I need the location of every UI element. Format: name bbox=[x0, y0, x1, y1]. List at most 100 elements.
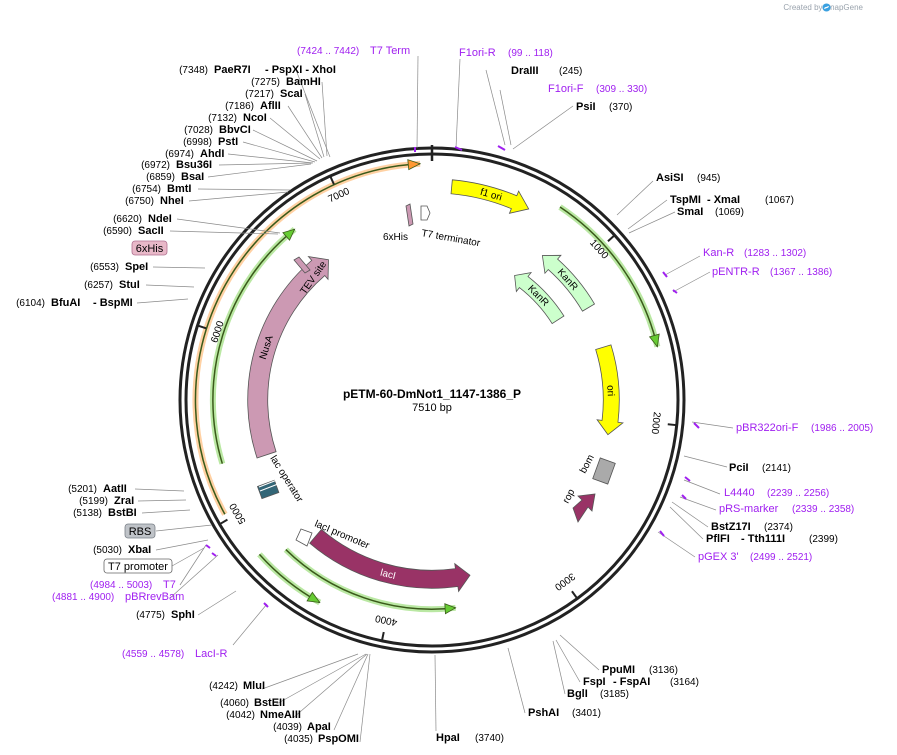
svg-text:- FspAI: - FspAI bbox=[613, 676, 650, 688]
svg-text:T7 promoter: T7 promoter bbox=[108, 561, 168, 573]
feature-tev-site[interactable] bbox=[293, 256, 311, 274]
site-xbai[interactable]: (5030) XbaI bbox=[93, 544, 151, 556]
feature-laci-promoter[interactable] bbox=[295, 528, 313, 547]
svg-text:(6754): (6754) bbox=[132, 184, 161, 195]
site-ppumi[interactable]: PpuMI (3136) bbox=[602, 664, 678, 676]
feature-6xhis[interactable] bbox=[405, 203, 414, 227]
boxed-label-6xhis[interactable]: 6xHis bbox=[131, 240, 168, 256]
label-t7-terminator: T7 terminator bbox=[420, 228, 481, 249]
primer-pentr-r[interactable]: pENTR-R (1367 .. 1386) bbox=[712, 266, 832, 278]
feature-lac-operator[interactable] bbox=[256, 479, 280, 500]
svg-text:(7348): (7348) bbox=[179, 65, 208, 76]
svg-text:(2499 .. 2521): (2499 .. 2521) bbox=[750, 552, 812, 563]
site-scai[interactable]: (7217) ScaI bbox=[245, 88, 303, 100]
site-smai[interactable]: SmaI (1069) bbox=[677, 206, 744, 218]
site-bsteii[interactable]: (4060) BstEII bbox=[220, 697, 285, 709]
site-psii[interactable]: PsiI (370) bbox=[576, 101, 632, 113]
boxed-label-rbs[interactable]: RBS bbox=[124, 523, 156, 539]
site-tspmi[interactable]: TspMI - XmaI (1067) bbox=[670, 194, 794, 206]
site-bstz17i[interactable]: BstZ17I (2374) bbox=[711, 521, 793, 533]
svg-text:6xHis: 6xHis bbox=[136, 243, 164, 255]
site-bmti[interactable]: (6754) BmtI bbox=[132, 183, 191, 195]
primer-pgex-3[interactable]: pGEX 3' (2499 .. 2521) bbox=[698, 551, 812, 563]
site-bfuai[interactable]: (6104) BfuAI - BspMI bbox=[16, 297, 133, 309]
primer-t7[interactable]: (4984 .. 5003) T7 bbox=[90, 579, 176, 591]
leader-line bbox=[145, 284, 195, 288]
feature-nusa[interactable] bbox=[247, 256, 329, 459]
feature-ori[interactable] bbox=[595, 344, 624, 436]
tick-label-5000: 5000 bbox=[228, 501, 249, 526]
tick-label-3000: 3000 bbox=[552, 570, 577, 592]
site-ndei[interactable]: (6620) NdeI bbox=[113, 213, 172, 225]
svg-text:Bsu36I: Bsu36I bbox=[176, 159, 212, 171]
feature-f1-ori[interactable] bbox=[450, 179, 530, 214]
site-nhei[interactable]: (6750) NheI bbox=[125, 195, 184, 207]
svg-text:BstZ17I: BstZ17I bbox=[711, 521, 751, 533]
site-zrai[interactable]: (5199) ZraI bbox=[79, 495, 134, 507]
site-bgli[interactable]: BglI (3185) bbox=[567, 688, 629, 700]
site-bstbi[interactable]: (5138) BstBI bbox=[73, 507, 137, 519]
site-bsai[interactable]: (6859) BsaI bbox=[146, 171, 204, 183]
primer-laci-r[interactable]: (4559 .. 4578) LacI-R bbox=[122, 648, 227, 660]
site-apai[interactable]: (4039) ApaI bbox=[273, 721, 331, 733]
site-bamhi[interactable]: (7275) BamHI bbox=[251, 76, 321, 88]
svg-text:Kan-R: Kan-R bbox=[703, 247, 734, 259]
leader-line bbox=[287, 105, 323, 159]
site-aflii[interactable]: (7186) AflII bbox=[225, 100, 281, 112]
site-psti[interactable]: (6998) PstI bbox=[183, 136, 238, 148]
site-ahdi[interactable]: (6974) AhdI bbox=[165, 148, 224, 160]
primer-kan-r[interactable]: Kan-R (1283 .. 1302) bbox=[703, 247, 806, 259]
svg-text:SphI: SphI bbox=[171, 609, 195, 621]
site-sacii[interactable]: (6590) SacII bbox=[103, 225, 164, 237]
leader-line bbox=[152, 266, 206, 269]
feature-kanr-2[interactable] bbox=[514, 272, 565, 325]
primer-f1ori-f[interactable]: F1ori-F (309 .. 330) bbox=[548, 83, 647, 95]
feature-bom[interactable] bbox=[592, 457, 616, 485]
svg-text:BfuAI: BfuAI bbox=[51, 297, 80, 309]
site-spei[interactable]: (6553) SpeI bbox=[90, 261, 148, 273]
site-nmeaiii[interactable]: (4042) NmeAIII bbox=[226, 709, 301, 721]
primer-t7-term[interactable]: (7424 .. 7442) T7 Term bbox=[297, 45, 410, 57]
site-sphi[interactable]: (4775) SphI bbox=[136, 609, 195, 621]
site-asisi[interactable]: AsiSI (945) bbox=[656, 172, 720, 184]
primer-l4440[interactable]: L4440 (2239 .. 2256) bbox=[724, 487, 829, 499]
feature-t7-terminator[interactable] bbox=[420, 205, 431, 221]
site-pspomi[interactable]: (4035) PspOMI bbox=[284, 733, 359, 745]
primer-f1ori-r[interactable]: F1ori-R (99 .. 118) bbox=[459, 47, 553, 59]
feature-laci[interactable] bbox=[309, 528, 471, 593]
green-arc-nusa-arrowhead bbox=[282, 228, 296, 241]
site-stui[interactable]: (6257) StuI bbox=[84, 279, 140, 291]
svg-text:(6590): (6590) bbox=[103, 226, 132, 237]
site-pcii[interactable]: PciI (2141) bbox=[729, 462, 791, 474]
site-paer7i[interactable]: (7348) PaeR7I - PspXI - XhoI bbox=[179, 64, 336, 76]
site-bsu36i[interactable]: (6972) Bsu36I bbox=[141, 159, 212, 171]
site-hpai[interactable]: HpaI (3740) bbox=[436, 732, 504, 744]
primer-marker bbox=[693, 422, 700, 429]
svg-text:(4775): (4775) bbox=[136, 610, 165, 621]
primer-pbr322ori-f[interactable]: pBR322ori-F (1986 .. 2005) bbox=[736, 422, 873, 434]
leader-line bbox=[499, 89, 512, 146]
site-pflfi[interactable]: PflFI - Tth111I (2399) bbox=[706, 533, 838, 545]
leader-line bbox=[691, 421, 734, 429]
site-pshai[interactable]: PshAI (3401) bbox=[528, 707, 601, 719]
site-fspi[interactable]: FspI - FspAI (3164) bbox=[583, 676, 699, 688]
leader-line bbox=[359, 653, 371, 743]
feature-rop[interactable] bbox=[572, 493, 596, 523]
svg-text:(4881 .. 4900): (4881 .. 4900) bbox=[52, 592, 114, 603]
svg-text:FspI: FspI bbox=[583, 676, 606, 688]
site-draiii[interactable]: DraIII (245) bbox=[511, 65, 582, 77]
svg-text:TspMI: TspMI bbox=[670, 194, 701, 206]
site-ncoi[interactable]: (7132) NcoI bbox=[208, 112, 267, 124]
svg-text:XbaI: XbaI bbox=[128, 544, 151, 556]
site-mlui[interactable]: (4242) MluI bbox=[209, 680, 265, 692]
site-aatii[interactable]: (5201) AatII bbox=[68, 483, 127, 495]
site-bbvci[interactable]: (7028) BbvCI bbox=[184, 124, 251, 136]
primer-prs-marker[interactable]: pRS-marker (2339 .. 2358) bbox=[719, 503, 854, 515]
svg-text:(1986 .. 2005): (1986 .. 2005) bbox=[811, 423, 873, 434]
boxed-label-t7-promoter[interactable]: T7 promoter bbox=[103, 558, 173, 574]
primer-pbrrevbam[interactable]: (4881 .. 4900) pBRrevBam bbox=[52, 591, 184, 603]
svg-text:(4984 .. 5003): (4984 .. 5003) bbox=[90, 580, 152, 591]
svg-text:ScaI: ScaI bbox=[280, 88, 303, 100]
feature-kanr-1[interactable] bbox=[541, 254, 596, 312]
svg-text:SmaI: SmaI bbox=[677, 206, 703, 218]
